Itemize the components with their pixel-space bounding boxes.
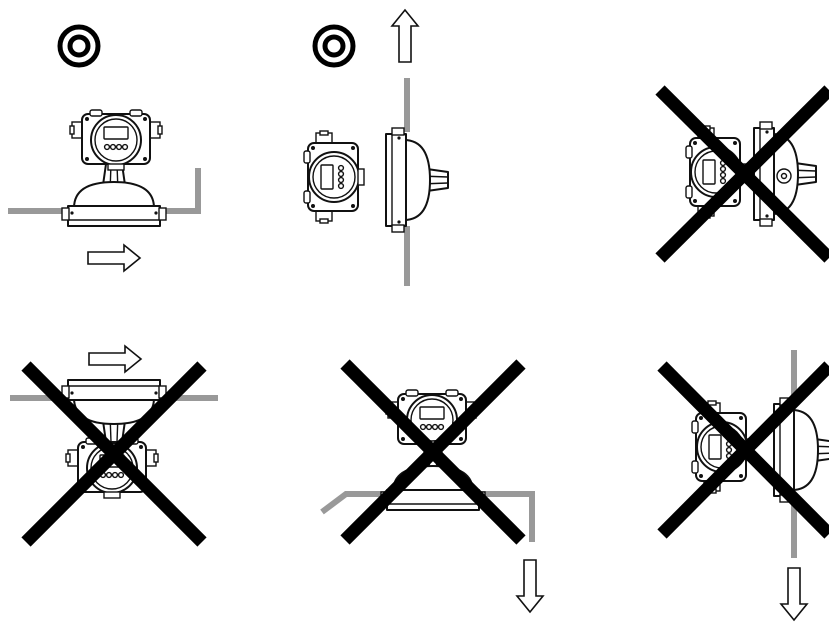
flow-direction-arrow-right-icon — [87, 244, 141, 272]
pipe — [8, 168, 201, 214]
flow-direction-arrow-down-icon — [780, 567, 808, 621]
flowmeter-sensor — [61, 163, 167, 227]
panel-horizontal-head-up — [8, 24, 201, 272]
cross-icon — [340, 359, 526, 545]
flowmeter-sensor — [385, 127, 449, 233]
panel-vertical-head-side — [655, 85, 829, 263]
flow-direction-arrow-right-icon — [88, 345, 142, 373]
double-circle-icon — [57, 24, 101, 68]
transmitter-head — [69, 109, 163, 171]
panel-horizontal-bent-pipe-flow-down — [320, 359, 544, 613]
flow-direction-arrow-down-icon — [516, 559, 544, 613]
cross-icon — [655, 85, 829, 263]
cross-icon — [657, 361, 829, 539]
double-circle-icon — [312, 24, 356, 68]
panel-horizontal-head-down — [10, 345, 218, 547]
transmitter-head — [303, 130, 365, 224]
flow-direction-arrow-up-icon — [391, 9, 419, 63]
panel-vertical-flow-up — [303, 9, 449, 286]
pipe — [320, 491, 535, 542]
cross-icon — [21, 361, 207, 547]
panel-vertical-flow-down — [657, 350, 829, 621]
